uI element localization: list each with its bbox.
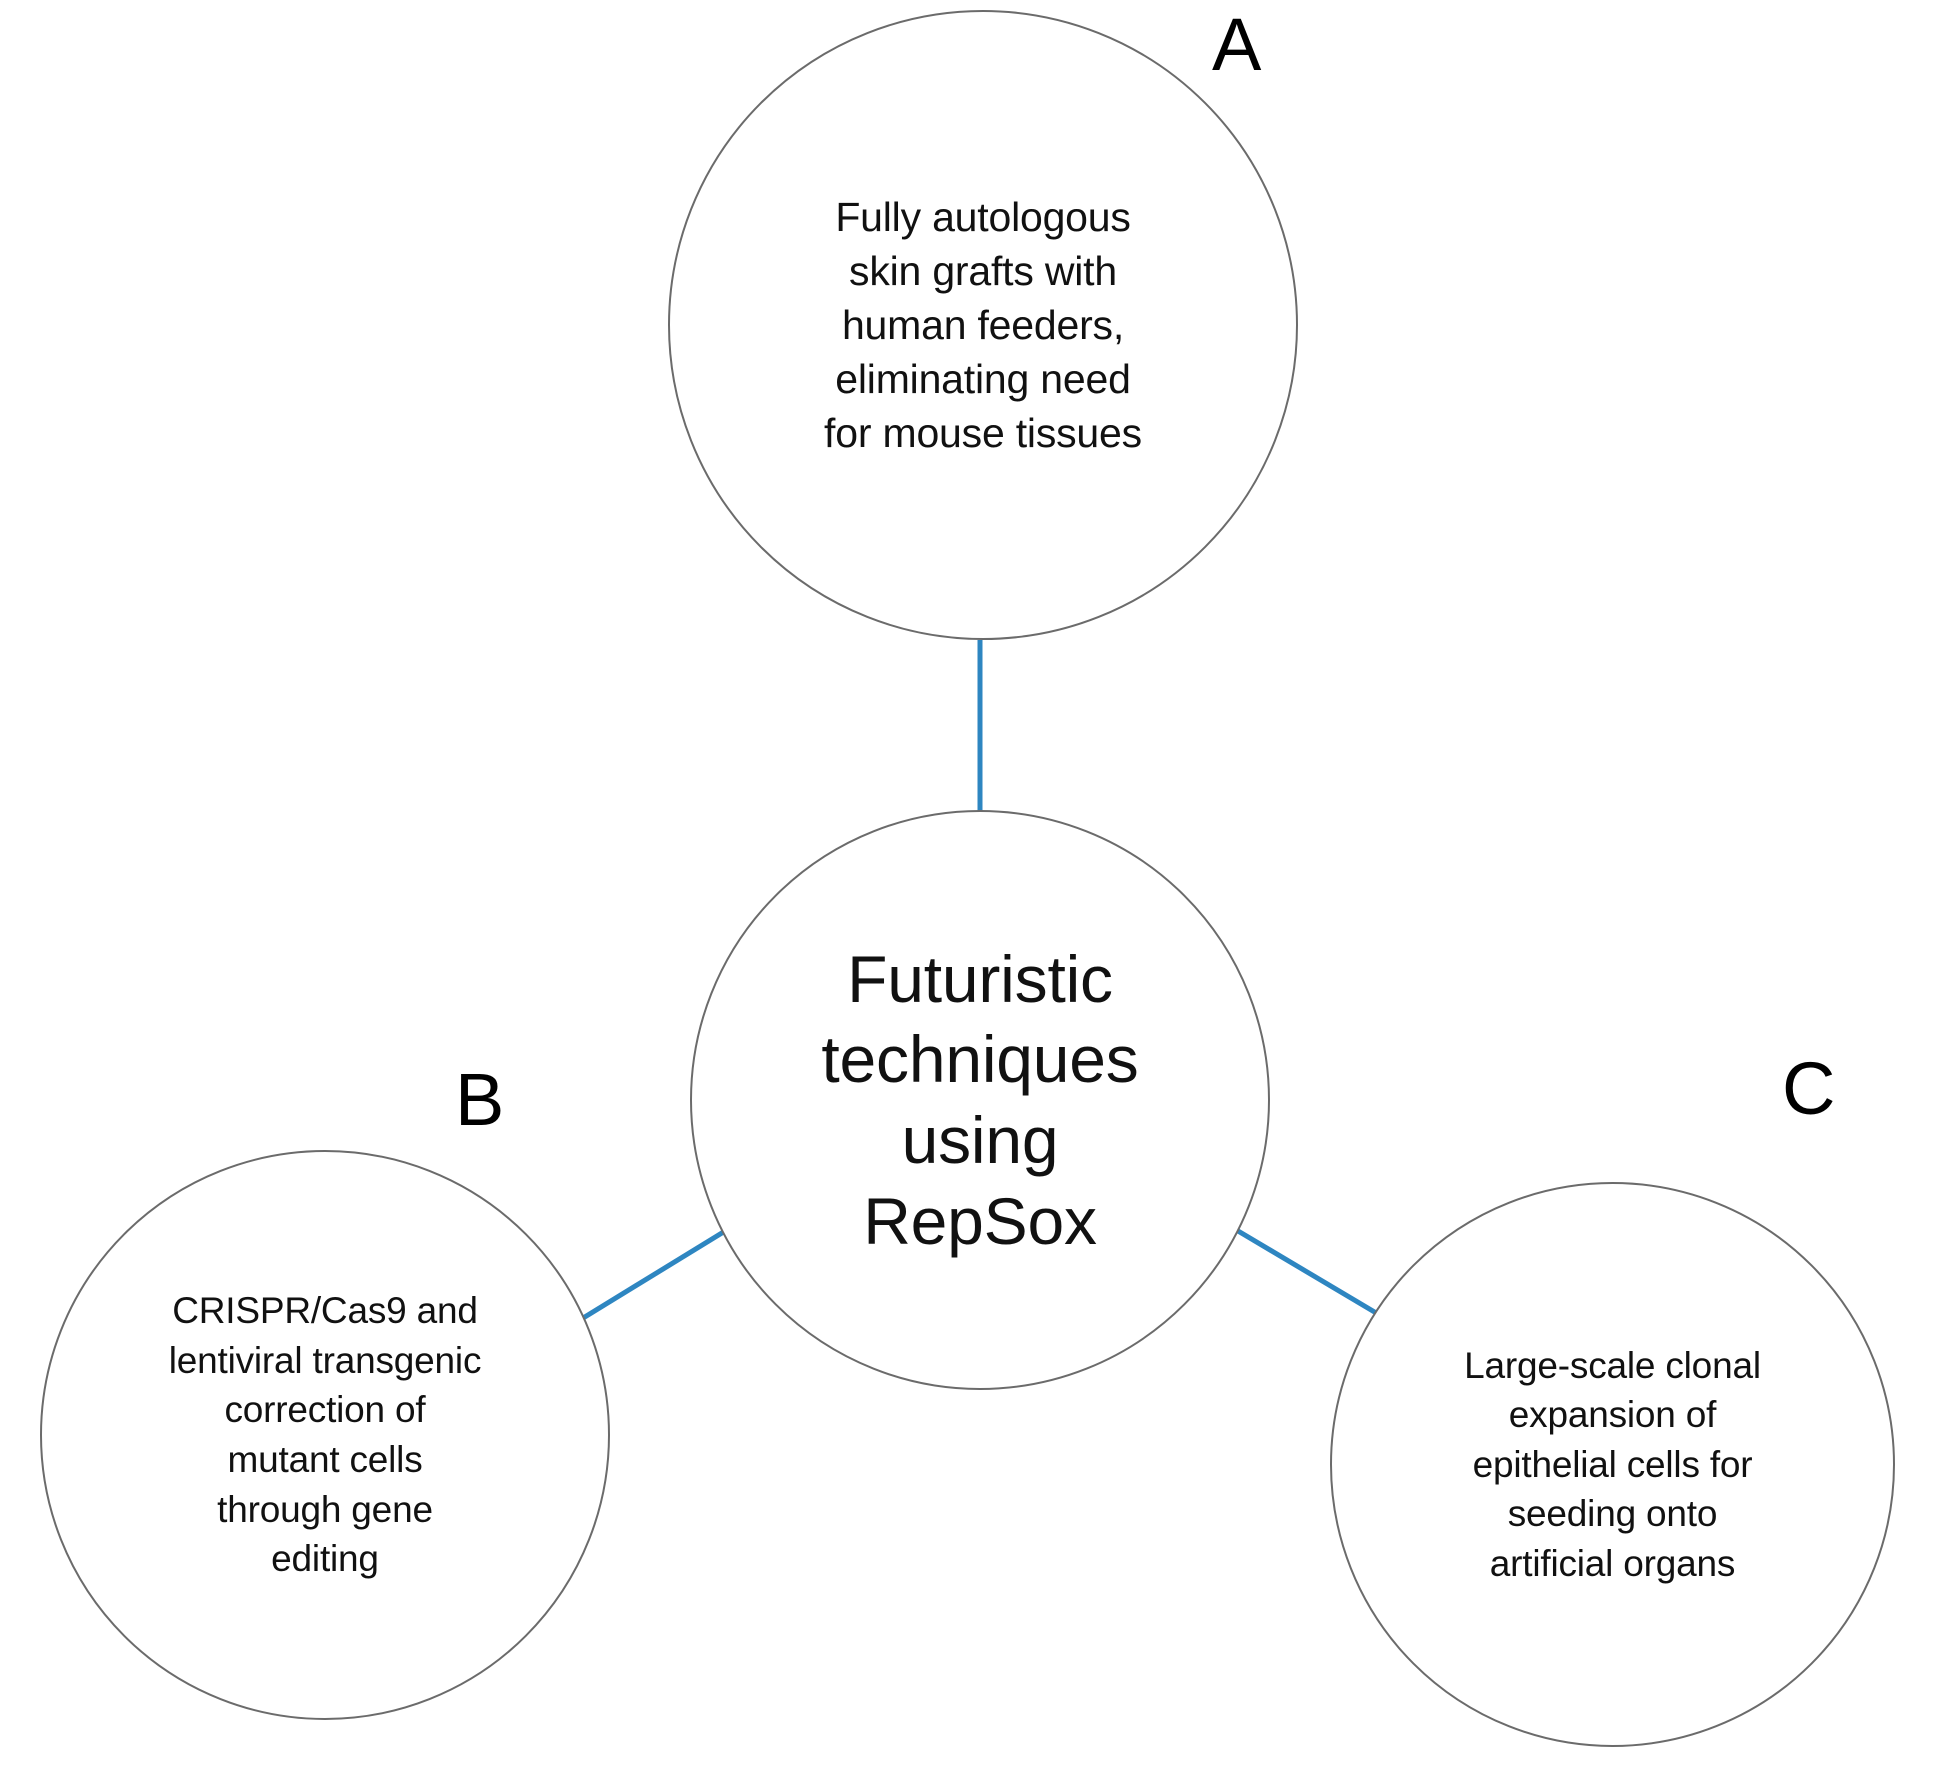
panel-label-b: B bbox=[455, 1058, 505, 1141]
node-b-text: CRISPR/Cas9 and lentiviral transgenic co… bbox=[168, 1290, 482, 1580]
node-c-text: Large-scale clonal expansion of epitheli… bbox=[1464, 1344, 1761, 1584]
panel-label-a: A bbox=[1212, 3, 1262, 86]
node-a-text: Fully autologous skin grafts with human … bbox=[824, 193, 1142, 457]
node-b[interactable]: CRISPR/Cas9 and lentiviral transgenic co… bbox=[40, 1150, 610, 1720]
center-node-text: Futuristic techniques using RepSox bbox=[821, 941, 1139, 1258]
node-c[interactable]: Large-scale clonal expansion of epitheli… bbox=[1330, 1182, 1895, 1747]
connector-center-to-c bbox=[1231, 1225, 1390, 1323]
panel-label-c: C bbox=[1782, 1047, 1836, 1130]
center-node[interactable]: Futuristic techniques using RepSox bbox=[690, 810, 1270, 1390]
connector-center-to-b bbox=[573, 1225, 732, 1326]
node-a[interactable]: Fully autologous skin grafts with human … bbox=[668, 10, 1298, 640]
